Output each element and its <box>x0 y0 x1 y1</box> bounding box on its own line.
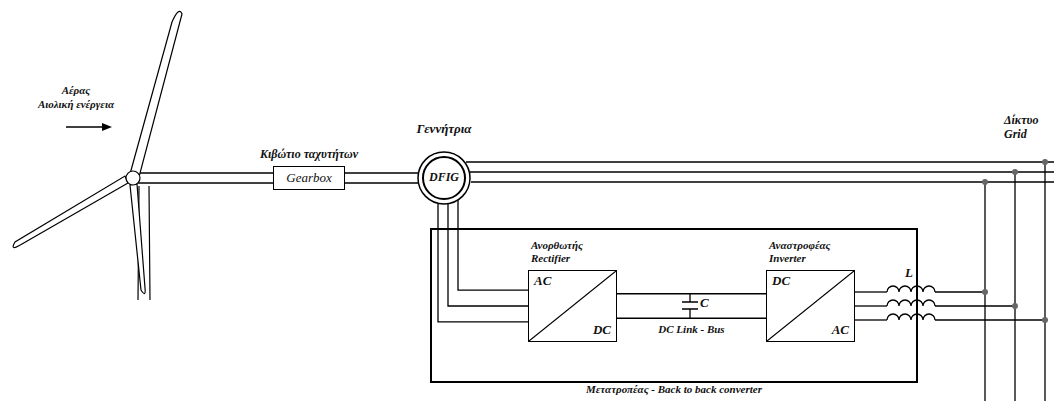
wind-arrow <box>66 126 104 128</box>
node-label: DC <box>593 323 611 338</box>
diagonal-line <box>529 271 616 341</box>
node-label: AC <box>832 323 849 338</box>
turbine-hub <box>126 171 140 185</box>
wire-connector <box>617 294 766 318</box>
output-line <box>935 305 1015 306</box>
generator-inner <box>423 157 465 199</box>
wind-label: Αιολική ενέργεια <box>30 98 122 111</box>
grid-line <box>1044 162 1045 401</box>
turbine-shaft <box>138 182 274 183</box>
junction-dot <box>982 289 988 295</box>
converter-box: Μετατροπέας - Back to back converterΑνορ… <box>430 228 918 383</box>
gearbox-box: Κιβώτιο ταχυτήτωνGearbox <box>273 166 345 190</box>
output-line <box>935 291 985 292</box>
generator-outer <box>418 152 470 204</box>
grid-line <box>1014 172 1015 401</box>
node-heading: Γεννήτρια <box>416 122 471 137</box>
stator-line <box>471 181 1054 182</box>
wind-label: Αέρας <box>30 84 122 97</box>
grid-label: Δίκτυο Grid <box>1004 114 1050 142</box>
inductor-symbol <box>887 300 935 306</box>
output-line <box>935 319 1045 320</box>
junction-dot <box>1042 317 1048 323</box>
inductor-symbol <box>887 314 935 320</box>
node-heading: Κιβώτιο ταχυτήτων <box>260 148 358 162</box>
turbine-shaft <box>138 172 274 173</box>
turbine-blade <box>13 176 128 248</box>
capacitor-label: C <box>700 296 709 311</box>
node-heading: Ανορθωτής Rectifier <box>531 239 611 264</box>
inductor-label: L <box>905 266 913 281</box>
rectifier-box: Ανορθωτής RectifierACDC <box>528 270 617 342</box>
output-line <box>855 319 887 320</box>
diagonal-line <box>767 271 854 341</box>
node-label: AC <box>534 274 551 289</box>
capacitor-symbol <box>682 294 698 318</box>
generator-circle: ΓεννήτριαDFIG <box>417 151 471 205</box>
node-label: DC <box>772 274 790 289</box>
node-heading: Αναστροφέας Inverter <box>769 239 861 264</box>
wire-connector <box>438 200 528 322</box>
edge-label: DC Link - Bus <box>658 323 724 336</box>
wind-arrow-head <box>102 123 112 131</box>
node-label: DFIG <box>429 171 459 185</box>
output-line <box>855 291 887 292</box>
inverter-box: Αναστροφέας InverterDCAC <box>766 270 855 342</box>
output-line <box>855 305 887 306</box>
turbine-blade <box>130 11 182 177</box>
junction-dot <box>982 179 988 185</box>
turbine-blade <box>130 184 145 294</box>
stator-line <box>470 171 1054 172</box>
junction-dot <box>1012 303 1018 309</box>
wire-connector <box>345 173 418 183</box>
stator-line <box>466 161 1054 162</box>
node-label: Μετατροπέας - Back to back converter <box>586 383 762 396</box>
junction-dot <box>1012 169 1018 175</box>
node-label: Gearbox <box>286 171 332 186</box>
inductor-symbol <box>887 286 935 292</box>
junction-dot <box>1042 159 1048 165</box>
